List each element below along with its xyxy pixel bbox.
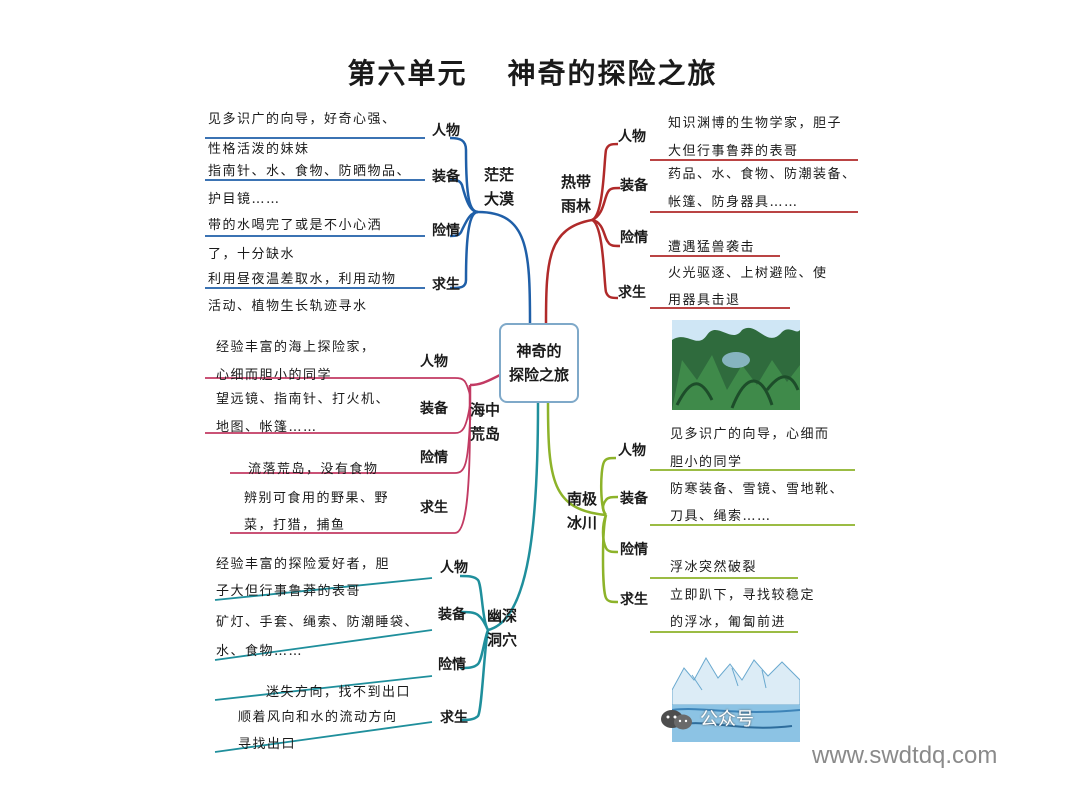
cave-gear-text-2: 水、食物…… xyxy=(216,644,304,659)
cave-people-text-1: 经验丰富的探险爱好者，胆 xyxy=(216,557,391,572)
desert-survive-label: 求生 xyxy=(432,277,460,293)
cave-danger-text-1: 迷失方向，找不到出口 xyxy=(266,685,412,700)
center-line-1: 神奇的 xyxy=(516,342,562,360)
branch-cave: 幽深 洞穴 xyxy=(478,604,526,652)
antarctic-links xyxy=(546,402,855,633)
branch-desert-line2: 大漠 xyxy=(483,190,514,208)
rainforest-survive-text-1: 火光驱逐、上树避险、使 xyxy=(668,266,828,281)
cave-danger-label: 险情 xyxy=(438,657,466,673)
island-survive-text-1: 辨别可食用的野果、野 xyxy=(244,491,390,506)
branch-island-line2: 荒岛 xyxy=(469,425,500,443)
branch-rainforest-line1: 热带 xyxy=(560,173,591,191)
title-unit: 第六单元 xyxy=(347,57,468,90)
island-danger-label: 险情 xyxy=(420,450,448,466)
cave-people-label: 人物 xyxy=(440,560,468,576)
antarctic-people-text-2: 胆小的同学 xyxy=(670,455,743,470)
branch-island-line1: 海中 xyxy=(469,401,500,419)
desert-danger-text-1: 带的水喝完了或是不小心洒 xyxy=(208,218,383,233)
rainforest-survive-text-2: 用器具击退 xyxy=(668,293,741,308)
center-node: 神奇的 探险之旅 xyxy=(499,323,579,403)
rainforest-people-label: 人物 xyxy=(618,129,646,145)
desert-people-text-2: 性格活泼的妹妹 xyxy=(208,142,310,157)
island-gear-text-2: 地图、帐篷…… xyxy=(216,420,318,435)
desert-gear-text-1: 指南针、水、食物、防晒物品、 xyxy=(208,164,412,179)
antarctic-people-label: 人物 xyxy=(618,443,646,459)
rainforest-image xyxy=(672,320,800,410)
rainforest-links xyxy=(544,142,858,324)
island-people-text-1: 经验丰富的海上探险家， xyxy=(216,340,376,355)
antarctic-gear-text-1: 防寒装备、雪镜、雪地靴、 xyxy=(670,482,845,497)
title-theme: 神奇的探险之旅 xyxy=(507,57,718,90)
island-gear-text-1: 望远镜、指南针、打火机、 xyxy=(216,392,391,407)
antarctic-survive-text-1: 立即趴下，寻找较稳定 xyxy=(670,588,816,603)
antarctic-danger-label: 险情 xyxy=(620,542,648,558)
desert-gear-text-2: 护目镜…… xyxy=(208,192,281,207)
island-people-text-2: 心细而胆小的同学 xyxy=(216,368,333,383)
rainforest-people-text-2: 大但行事鲁莽的表哥 xyxy=(668,144,799,159)
desert-danger-label: 险情 xyxy=(432,223,460,239)
island-people-label: 人物 xyxy=(420,354,448,370)
rainforest-danger-label: 险情 xyxy=(620,230,648,246)
desert-survive-text-1: 利用昼夜温差取水，利用动物 xyxy=(208,272,397,287)
desert-gear-label: 装备 xyxy=(432,169,460,185)
rainforest-survive-label: 求生 xyxy=(618,285,646,301)
glacier-image xyxy=(672,650,800,742)
branch-rainforest: 热带 雨林 xyxy=(552,170,600,218)
branch-island: 海中 荒岛 xyxy=(461,398,509,446)
desert-survive-text-2: 活动、植物生长轨迹寻水 xyxy=(208,299,368,314)
branch-cave-line2: 洞穴 xyxy=(486,631,517,649)
rainforest-gear-label: 装备 xyxy=(620,178,648,194)
cave-survive-text-2: 寻找出口 xyxy=(238,737,297,752)
center-line-2: 探险之旅 xyxy=(508,366,569,384)
antarctic-people-text-1: 见多识广的向导，心细而 xyxy=(670,427,830,442)
rainforest-people-text-1: 知识渊博的生物学家，胆子 xyxy=(668,116,843,131)
wechat-watermark: 公众号 xyxy=(700,709,754,730)
cave-gear-text-1: 矿灯、手套、绳索、防潮睡袋、 xyxy=(216,615,420,630)
rainforest-danger-text-1: 遭遇猛兽袭击 xyxy=(668,240,756,255)
branch-rainforest-line2: 雨林 xyxy=(560,197,591,215)
cave-survive-label: 求生 xyxy=(440,710,468,726)
branch-antarctic-line2: 冰川 xyxy=(566,514,597,532)
branch-desert-line1: 茫茫 xyxy=(483,166,514,184)
rainforest-gear-text-2: 帐篷、防身器具…… xyxy=(668,195,799,210)
desert-people-text-1: 见多识广的向导，好奇心强、 xyxy=(208,112,397,127)
branch-antarctic-line1: 南极 xyxy=(566,490,597,508)
island-danger-text-1: 流落荒岛，没有食物 xyxy=(248,462,379,477)
branch-antarctic: 南极 冰川 xyxy=(558,487,606,535)
island-survive-label: 求生 xyxy=(420,500,448,516)
desert-links xyxy=(205,136,532,324)
page-title: 第六单元 神奇的探险之旅 xyxy=(0,52,1065,92)
desert-danger-text-2: 了，十分缺水 xyxy=(208,247,296,262)
cave-gear-label: 装备 xyxy=(438,607,466,623)
antarctic-danger-text-1: 浮冰突然破裂 xyxy=(670,560,758,575)
rainforest-gear-text-1: 药品、水、食物、防潮装备、 xyxy=(668,167,857,182)
antarctic-survive-text-2: 的浮冰，匍匐前进 xyxy=(670,615,787,630)
island-gear-label: 装备 xyxy=(420,401,448,417)
antarctic-gear-label: 装备 xyxy=(620,491,648,507)
antarctic-survive-label: 求生 xyxy=(620,592,648,608)
cave-survive-text-1: 顺着风向和水的流动方向 xyxy=(238,710,398,725)
antarctic-gear-text-2: 刀具、绳索…… xyxy=(670,509,772,524)
wechat-icon xyxy=(661,710,692,730)
desert-people-label: 人物 xyxy=(432,123,460,139)
site-watermark: www.swdtdq.com xyxy=(812,742,998,769)
branch-cave-line1: 幽深 xyxy=(486,607,517,625)
cave-links xyxy=(214,402,540,753)
branch-desert: 茫茫 大漠 xyxy=(475,163,523,211)
cave-people-text-2: 子大但行事鲁莽的表哥 xyxy=(216,584,362,599)
island-survive-text-2: 菜，打猎，捕鱼 xyxy=(244,518,346,533)
